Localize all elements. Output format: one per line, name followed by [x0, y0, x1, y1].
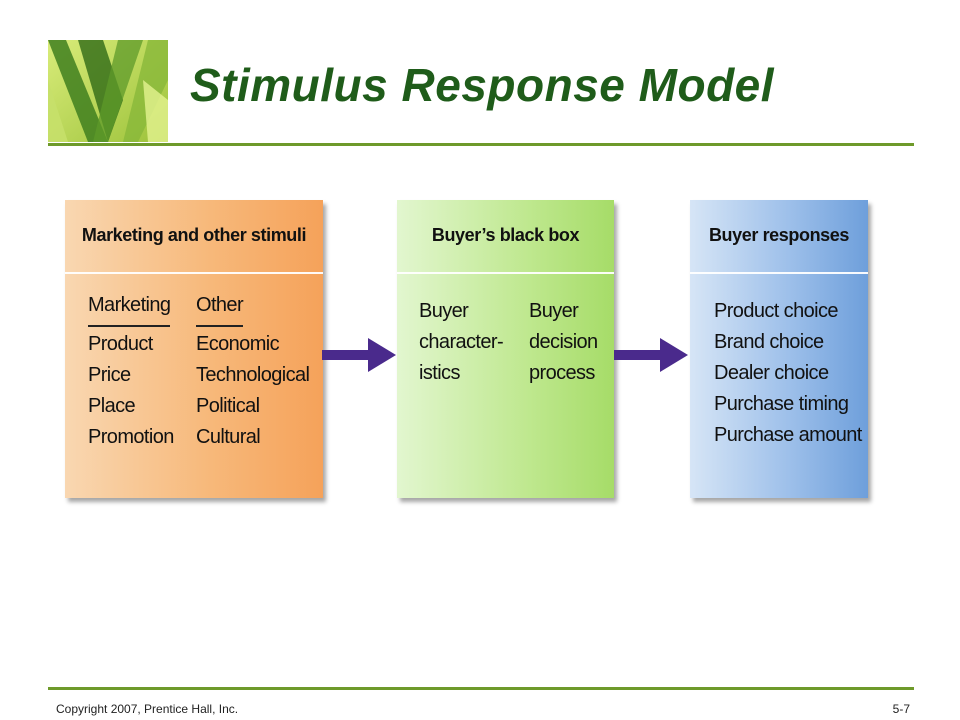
footer-rule	[48, 687, 914, 690]
responses-box: Buyer responses Product choice Brand cho…	[690, 200, 868, 498]
black-box-divider	[397, 272, 614, 274]
decision-line-1: Buyer	[529, 300, 579, 322]
response-item-purchase-timing: Purchase timing	[714, 393, 849, 415]
slide-number: 5-7	[892, 702, 910, 716]
decision-line-2: decision	[529, 331, 598, 353]
responses-box-heading: Buyer responses	[708, 224, 850, 245]
response-item-purchase-amount: Purchase amount	[714, 424, 862, 446]
marketing-item-price: Price	[88, 364, 131, 386]
stimuli-box-heading: Marketing and other stimuli	[81, 224, 307, 245]
other-item-technological: Technological	[196, 364, 310, 386]
marketing-item-product: Product	[88, 333, 153, 355]
copyright-text: Copyright 2007, Prentice Hall, Inc.	[56, 702, 239, 716]
characteristics-line-1: Buyer	[419, 300, 469, 322]
slide-title: Stimulus Response Model	[190, 59, 775, 111]
buyer-decision-column: Buyer decision process	[529, 296, 598, 389]
responses-box-divider	[690, 272, 868, 274]
arrow-right-icon	[322, 338, 396, 372]
marketing-column: Marketing Product Price Place Promotion	[88, 290, 174, 453]
response-item-dealer-choice: Dealer choice	[714, 362, 829, 384]
other-item-cultural: Cultural	[196, 426, 261, 448]
black-box-heading: Buyer’s black box	[431, 224, 580, 245]
response-item-product-choice: Product choice	[714, 300, 839, 322]
black-box: Buyer’s black box Buyer character- istic…	[397, 200, 614, 498]
other-item-economic: Economic	[196, 333, 280, 355]
characteristics-line-2: character-	[419, 331, 504, 353]
marketing-item-place: Place	[88, 395, 136, 417]
other-column: Other Economic Technological Political C…	[196, 290, 310, 453]
responses-column: Product choice Brand choice Dealer choic…	[714, 296, 862, 451]
other-item-political: Political	[196, 395, 260, 417]
stimuli-box-divider	[65, 272, 323, 274]
stimuli-box: Marketing and other stimuli Marketing Pr…	[65, 200, 323, 498]
response-item-brand-choice: Brand choice	[714, 331, 824, 353]
characteristics-line-3: istics	[419, 362, 460, 384]
logo-leaf-graphic	[48, 40, 168, 142]
arrow-right-icon	[614, 338, 688, 372]
other-column-heading: Other	[196, 290, 244, 327]
title-underline	[48, 143, 914, 146]
marketing-item-promotion: Promotion	[88, 426, 174, 448]
buyer-characteristics-column: Buyer character- istics	[419, 296, 504, 389]
marketing-column-heading: Marketing	[88, 290, 171, 327]
decision-line-3: process	[529, 362, 595, 384]
